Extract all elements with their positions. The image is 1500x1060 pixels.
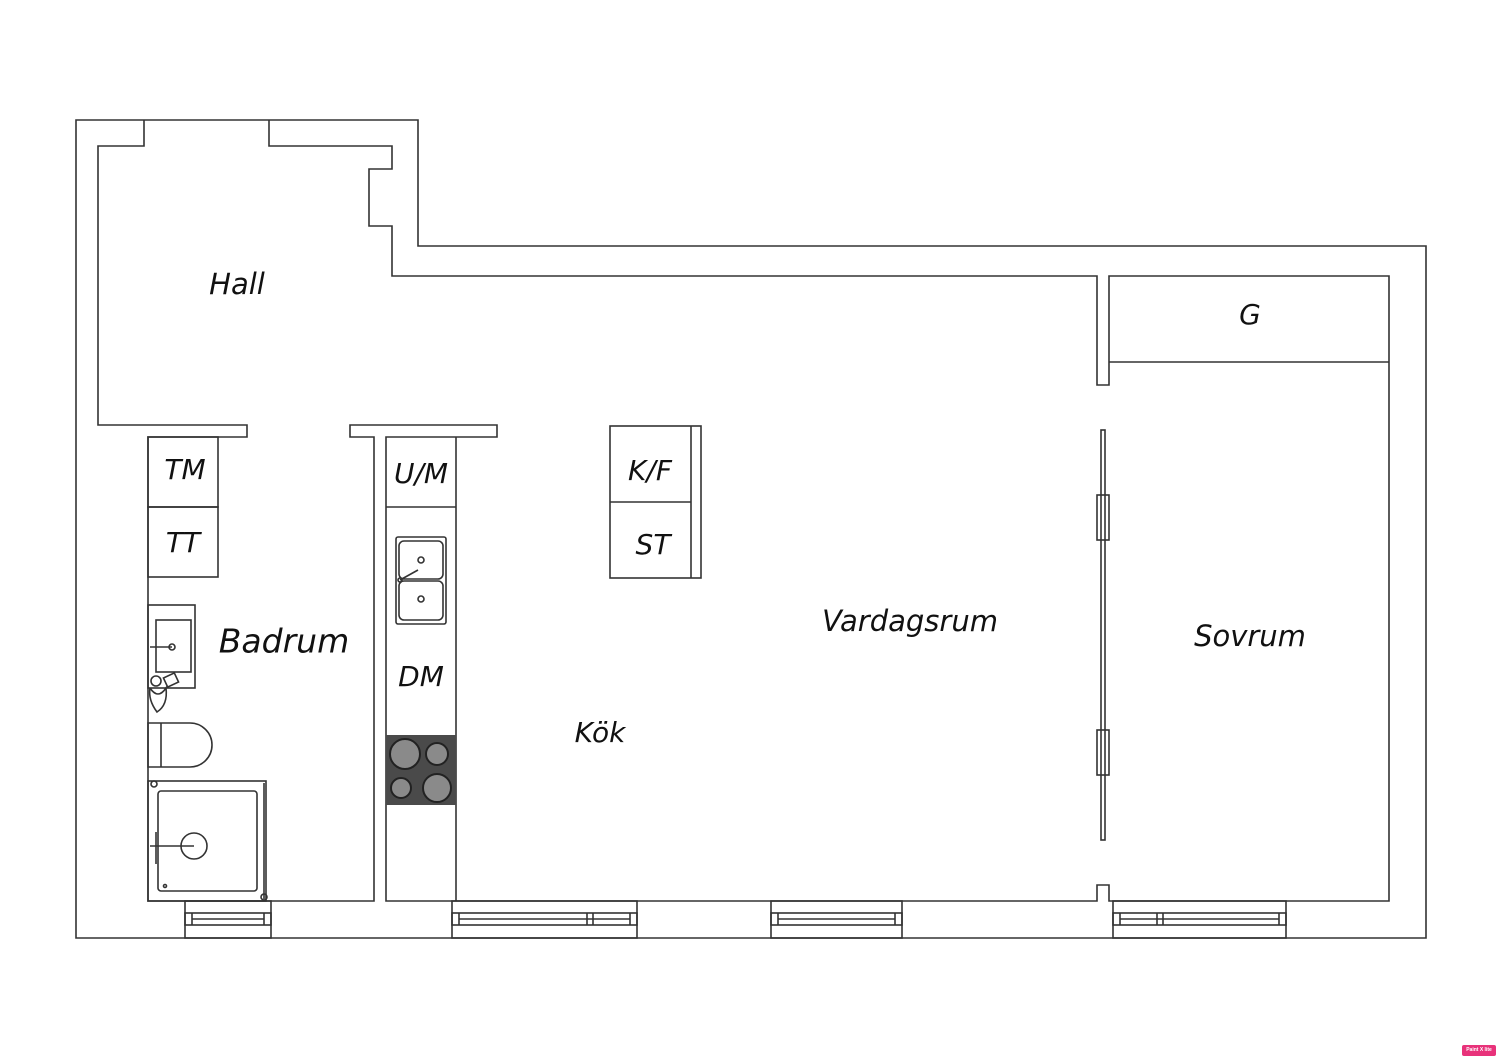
room-label-badrum: Badrum: [219, 622, 349, 661]
kitchen-counter: [386, 437, 457, 901]
kitchen-sink: [395, 536, 447, 625]
watermark-badge: Paint X lite: [1462, 1045, 1496, 1056]
window: [1112, 900, 1287, 939]
label-kf: K/F: [628, 454, 673, 487]
window: [770, 900, 903, 939]
room-label-vardagsrum: Vardagsrum: [822, 604, 998, 638]
room-label-hall: Hall: [209, 267, 265, 301]
stove: [386, 735, 456, 805]
sliding-door[interactable]: [1096, 429, 1110, 841]
window: [184, 900, 272, 939]
room-label-kok: Kök: [575, 716, 627, 749]
label-tt: TT: [166, 526, 202, 559]
label-tm: TM: [164, 453, 205, 486]
toilet: [147, 722, 213, 768]
tt-cabinet: [147, 506, 219, 578]
window: [451, 900, 638, 939]
kf-st-unit: [609, 425, 702, 579]
label-st: ST: [636, 528, 673, 561]
room-label-garderob: G: [1239, 298, 1261, 331]
inner-wall-hall: [97, 120, 1390, 902]
outer-wall: [75, 119, 1427, 939]
label-um: U/M: [394, 457, 448, 490]
bathroom-sink: [147, 604, 196, 714]
shower: [147, 780, 268, 902]
room-label-sovrum: Sovrum: [1194, 619, 1306, 653]
label-dm: DM: [398, 660, 444, 693]
windows: [184, 900, 1287, 939]
